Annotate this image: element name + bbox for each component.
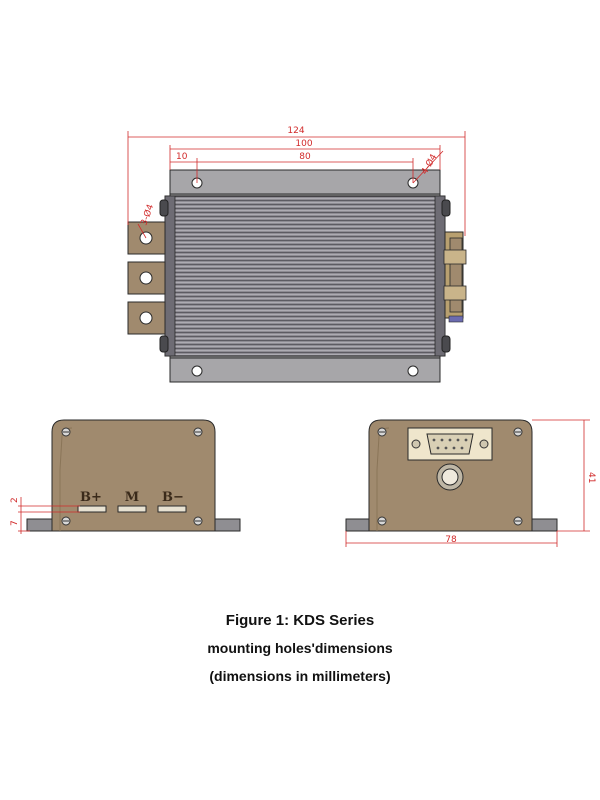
terminal-slot (157, 505, 187, 513)
figure-caption-line: mounting holes'dimensions (207, 640, 393, 656)
dim-height: 41 (586, 472, 596, 483)
top-view: 124 100 10 80 4-Ø4 3-Ø4 (127, 126, 467, 383)
terminal-label-motor: M (125, 490, 139, 505)
terminal-slot (77, 505, 107, 513)
figure-title: Figure 1: KDS Series (225, 612, 375, 629)
front-view: B+ M B− 2 7 (10, 419, 241, 534)
terminal-label-negative: B− (162, 490, 184, 505)
heatsink-body (164, 195, 446, 357)
dim-overall-width: 124 (287, 126, 304, 136)
mount-hole (191, 365, 203, 377)
dim-plate-width: 100 (295, 139, 312, 149)
dim-edge-offset: 10 (176, 152, 188, 162)
dim-end-width: 78 (445, 535, 457, 545)
figure-caption-units: (dimensions in millimeters) (209, 668, 391, 684)
dim-hole-pitch: 80 (299, 152, 311, 162)
dim-terminal-offset-large: 7 (10, 520, 20, 526)
terminal-slot (117, 505, 147, 513)
dim-terminal-offset-small: 2 (10, 497, 20, 503)
mount-hole (407, 365, 419, 377)
front-housing (51, 419, 216, 532)
end-view: 78 41 (345, 419, 596, 547)
terminal-label-positive: B+ (80, 490, 102, 505)
